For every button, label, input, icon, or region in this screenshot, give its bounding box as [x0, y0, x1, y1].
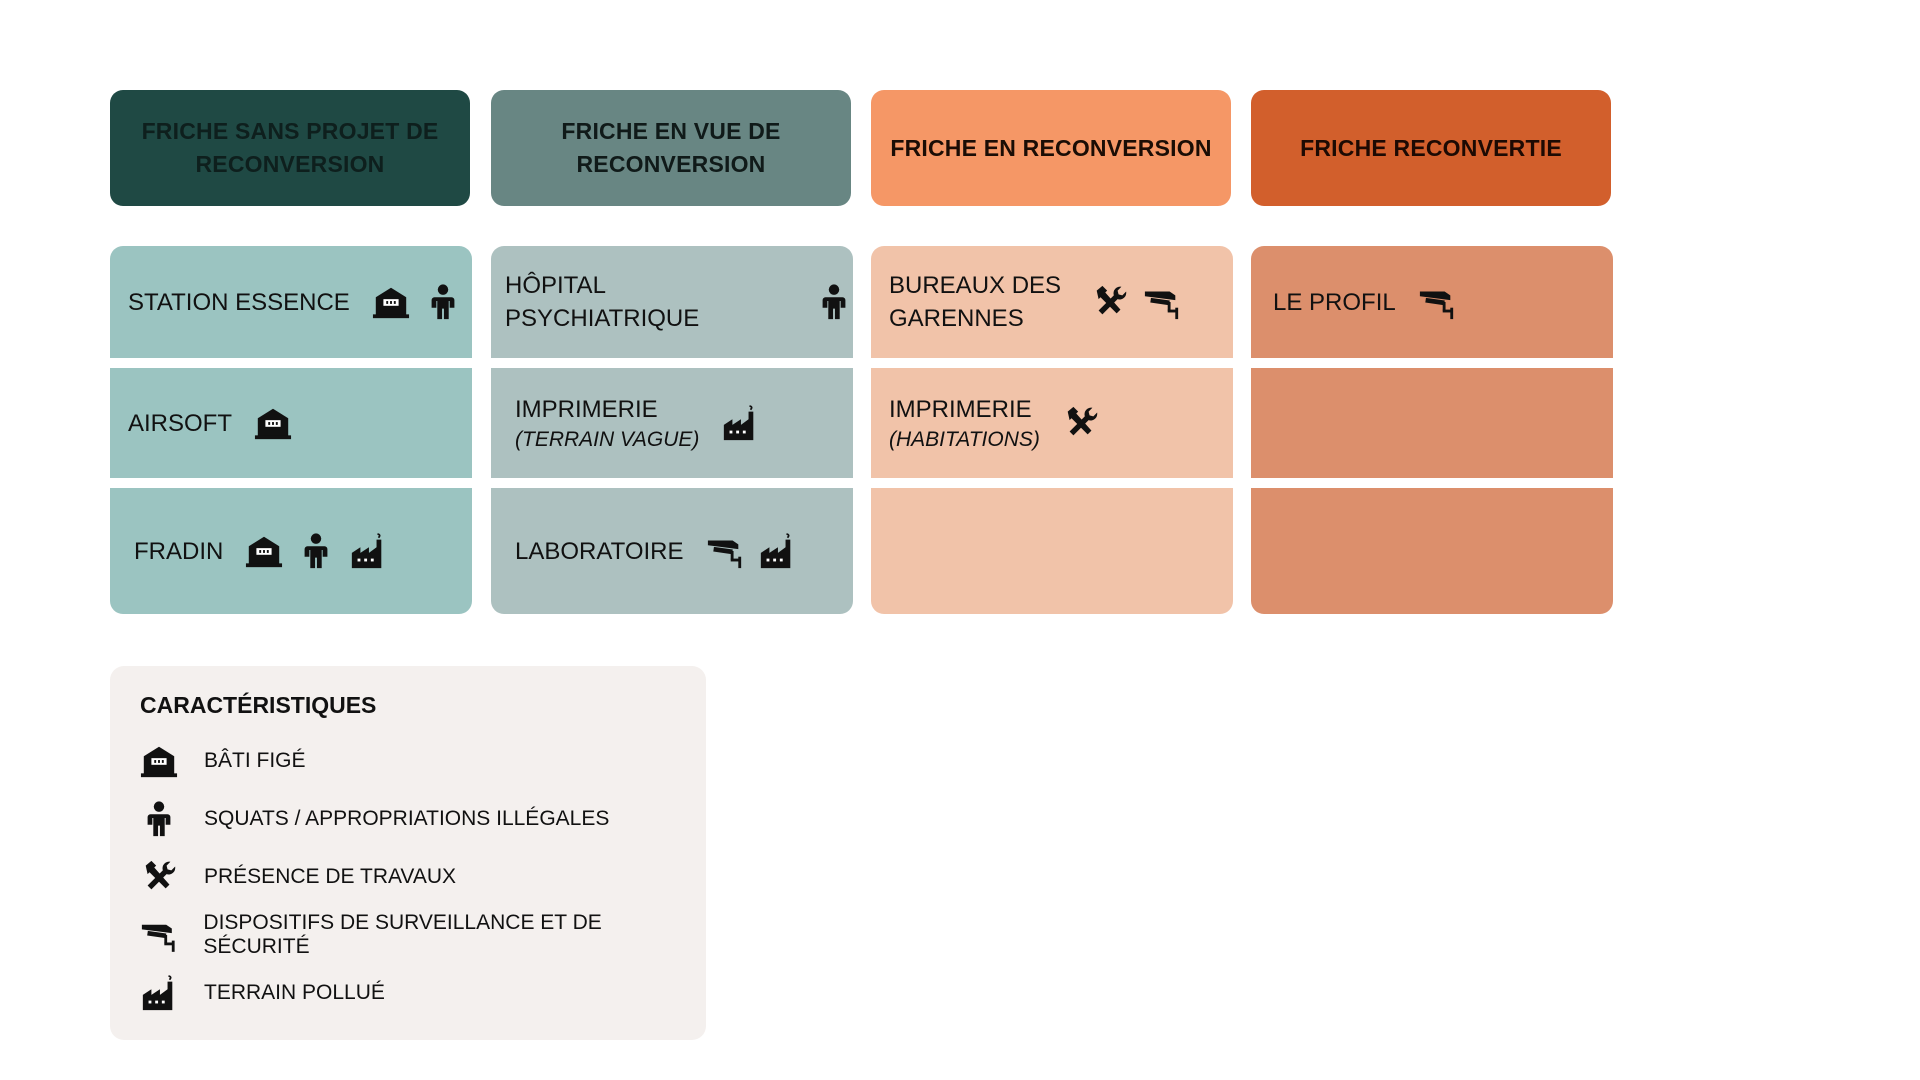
header-friche-sans-projet: FRICHE SANS PROJET DE RECONVERSION	[110, 90, 470, 206]
building-icon	[140, 742, 178, 780]
grid-cell	[1251, 488, 1613, 614]
cell-label: LABORATOIRE	[515, 537, 684, 565]
legend-item: SQUATS / APPROPRIATIONS ILLÉGALES	[140, 790, 706, 848]
building-icon	[245, 532, 283, 570]
legend-item: BÂTI FIGÉ	[140, 732, 706, 790]
cell-text: BUREAUX DES GARENNES	[889, 269, 1069, 335]
cell-label: LE PROFIL	[1273, 288, 1396, 316]
grid-cell: AIRSOFT	[110, 368, 472, 478]
person-icon	[297, 532, 335, 570]
grid-cell	[871, 488, 1233, 614]
header-friche-reconvertie: FRICHE RECONVERTIE	[1251, 90, 1611, 206]
cell-label: AIRSOFT	[128, 409, 233, 437]
cell-text: AIRSOFT	[128, 407, 232, 440]
legend-panel: CARACTÉRISTIQUES BÂTI FIGÉ SQUATS / APPRO…	[110, 666, 706, 1040]
legend-item-label: PRÉSENCE DE TRAVAUX	[204, 865, 457, 888]
building-icon	[372, 283, 410, 321]
person-icon	[140, 800, 178, 838]
cell-text: LABORATOIRE	[515, 535, 684, 568]
legend-item-label: SQUATS / APPROPRIATIONS ILLÉGALES	[204, 807, 610, 830]
legend-list: BÂTI FIGÉ SQUATS / APPROPRIATIONS ILLÉGAL…	[140, 732, 706, 1022]
grid-cell	[1251, 368, 1613, 478]
cell-icons	[1418, 283, 1456, 321]
legend-item: DISPOSITIFS DE SURVEILLANCE ET DE SÉCURI…	[140, 906, 706, 964]
legend-item-label: BÂTI FIGÉ	[204, 749, 306, 772]
legend-item-label: TERRAIN POLLUÉ	[204, 981, 385, 1004]
cell-label: BUREAUX DES GARENNES	[889, 272, 1062, 332]
person-icon	[815, 283, 853, 321]
grid-cell: IMPRIMERIE (TERRAIN VAGUE)	[491, 368, 853, 478]
legend-item: TERRAIN POLLUÉ	[140, 964, 706, 1022]
tools-icon	[140, 858, 178, 896]
grid-cell: FRADIN	[110, 488, 472, 614]
header-label: FRICHE EN RECONVERSION	[890, 134, 1212, 161]
grid-cell: LE PROFIL	[1251, 246, 1613, 358]
cell-label: IMPRIMERIE	[515, 395, 658, 423]
cell-label: FRADIN	[134, 537, 224, 565]
legend-title: CARACTÉRISTIQUES	[140, 692, 377, 718]
camera-icon	[140, 916, 177, 954]
cell-icons	[372, 283, 462, 321]
camera-icon	[1143, 283, 1181, 321]
cell-text: STATION ESSENCE	[128, 286, 350, 319]
grid-cell: STATION ESSENCE	[110, 246, 472, 358]
tools-icon	[1091, 283, 1129, 321]
factory-icon	[140, 974, 178, 1012]
legend-item: PRÉSENCE DE TRAVAUX	[140, 848, 706, 906]
header-friche-en-reconversion: FRICHE EN RECONVERSION	[871, 90, 1231, 206]
cell-icons	[721, 404, 759, 442]
header-label: FRICHE SANS PROJET DE RECONVERSION	[141, 118, 439, 177]
cell-text: HÔPITAL PSYCHIATRIQUE	[505, 269, 793, 335]
legend-item-label: DISPOSITIFS DE SURVEILLANCE ET DE SÉCURI…	[203, 911, 602, 958]
cell-label: HÔPITAL PSYCHIATRIQUE	[505, 272, 700, 332]
header-label: FRICHE RECONVERTIE	[1300, 134, 1562, 161]
cell-sublabel: (HABITATIONS)	[889, 427, 1040, 451]
cell-text: IMPRIMERIE (HABITATIONS)	[889, 393, 1040, 454]
factory-icon	[349, 532, 387, 570]
cell-text: FRADIN	[134, 535, 223, 568]
cell-text: IMPRIMERIE (TERRAIN VAGUE)	[515, 393, 699, 454]
header-friche-en-vue: FRICHE EN VUE DE RECONVERSION	[491, 90, 851, 206]
grid-cell: IMPRIMERIE (HABITATIONS)	[871, 368, 1233, 478]
cell-icons	[245, 532, 387, 570]
cell-icons	[815, 283, 853, 321]
cell-sublabel: (TERRAIN VAGUE)	[515, 427, 700, 451]
cell-text: LE PROFIL	[1273, 286, 1396, 319]
camera-icon	[1418, 283, 1456, 321]
grid-cell: HÔPITAL PSYCHIATRIQUE	[491, 246, 853, 358]
cell-label: STATION ESSENCE	[128, 288, 350, 316]
grid-cell: LABORATOIRE	[491, 488, 853, 614]
factory-icon	[721, 404, 759, 442]
cell-icons	[706, 532, 796, 570]
person-icon	[424, 283, 462, 321]
header-label: FRICHE EN VUE DE RECONVERSION	[561, 118, 781, 177]
camera-icon	[706, 532, 744, 570]
tools-icon	[1062, 404, 1100, 442]
factory-icon	[758, 532, 796, 570]
grid-cell: BUREAUX DES GARENNES	[871, 246, 1233, 358]
building-icon	[254, 404, 292, 442]
cell-icons	[1091, 283, 1181, 321]
cell-label: IMPRIMERIE	[889, 395, 1032, 423]
cell-icons	[254, 404, 292, 442]
cell-icons	[1062, 404, 1100, 442]
